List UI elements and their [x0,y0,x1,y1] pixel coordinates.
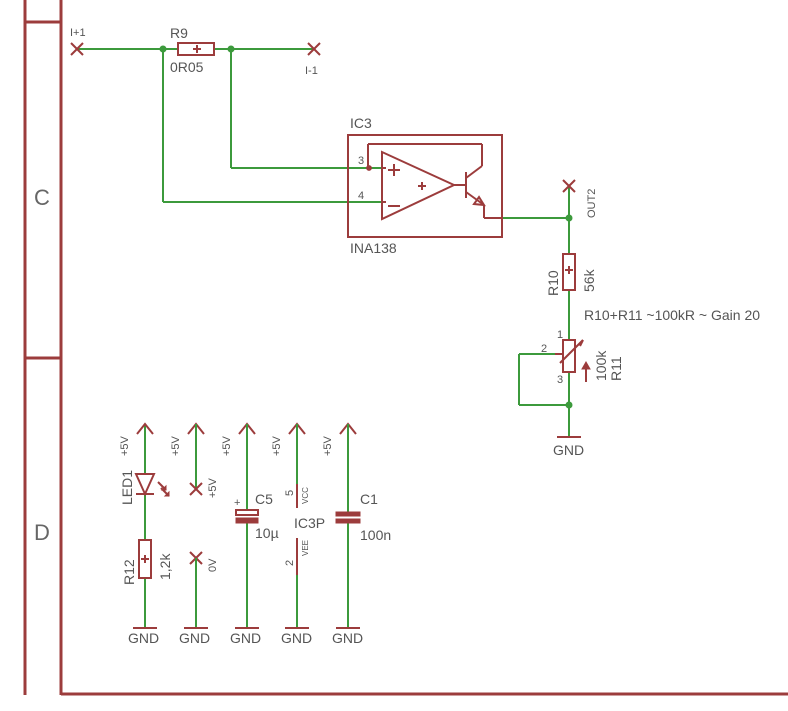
c5-symbol [235,509,259,524]
gnd-label-ic3p: GND [281,630,312,646]
test-point-5v-cross [189,482,203,496]
gain-resistor-symbol [562,253,576,291]
op-amp-symbol [367,143,503,221]
test-point-i-plus-label: I+1 [70,27,86,39]
trim-pot-pin3: 3 [557,374,563,386]
supply-arrow-led [136,422,154,435]
supply-label-led: +5V [119,435,131,456]
gnd-label-led: GND [128,630,159,646]
gain-resistor-ref: R10 [545,270,561,296]
test-point-5v-label: +5V [207,477,219,498]
zone-label-c: C [34,185,50,210]
drawing-frame [23,0,788,696]
amplifier-outline [347,134,503,238]
supply-label-ic3p: +5V [271,435,283,456]
ic3p-vee-pin-number: 2 [284,560,296,566]
gnd-label-testpoint: GND [179,630,210,646]
ic3p-vee-name: VEE [301,540,310,556]
supply-label-testpoint: +5V [170,435,182,456]
ic3p-ref: IC3P [294,515,325,531]
c5-value: 10µ [255,525,279,541]
c1-ref: C1 [360,491,378,507]
test-point-i-minus-cross [307,42,321,56]
trim-pot-ref: R11 [608,356,624,381]
led-resistor-symbol [138,539,152,579]
gain-resistor-value: 56k [581,268,597,292]
amplifier-pin-plus: 3 [358,155,364,167]
led-symbol [134,473,170,497]
led-resistor-ref: R12 [121,559,137,585]
test-point-i-plus-cross [70,42,84,56]
c1-value: 100n [360,527,391,543]
amplifier-pin-dot [366,165,372,171]
c1-symbol [335,511,361,524]
gain-note: R10+R11 ~100kR ~ Gain 20 [584,307,760,323]
shunt-wiring [77,45,386,203]
output-wiring [503,186,573,437]
trim-pot-symbol [555,339,591,382]
test-point-i-minus-label: I-1 [305,65,318,77]
trim-pot-pin1: 1 [557,329,563,341]
test-point-0v-label: 0V [207,558,219,572]
ic3p-vcc-name: VCC [301,487,310,504]
gnd-label-output: GND [553,442,584,458]
shunt-ref: R9 [170,25,188,41]
led-resistor-value: 1,2k [157,553,173,580]
zone-label-d: D [34,520,50,545]
supply-label-c1: +5V [322,435,334,456]
c5-polarity: + [234,497,240,509]
amplifier-pin-minus: 4 [358,190,364,202]
gnd-label-c5: GND [230,630,261,646]
shunt-resistor-symbol [177,42,215,56]
supply-label-c5: +5V [221,435,233,456]
trim-pot-pin2: 2 [541,343,547,355]
gnd-label-c1: GND [332,630,363,646]
led-ref: LED1 [119,470,135,505]
trim-pot-value: 100k [593,350,609,381]
amplifier-part: INA138 [350,240,397,256]
shunt-value: 0R05 [170,59,204,75]
amplifier-ref: IC3 [350,115,372,131]
output-label: OUT2 [586,189,598,218]
ic3p-vcc-pin-number: 5 [284,490,296,496]
output-test-point-cross [562,179,576,193]
c5-ref: C5 [255,491,273,507]
